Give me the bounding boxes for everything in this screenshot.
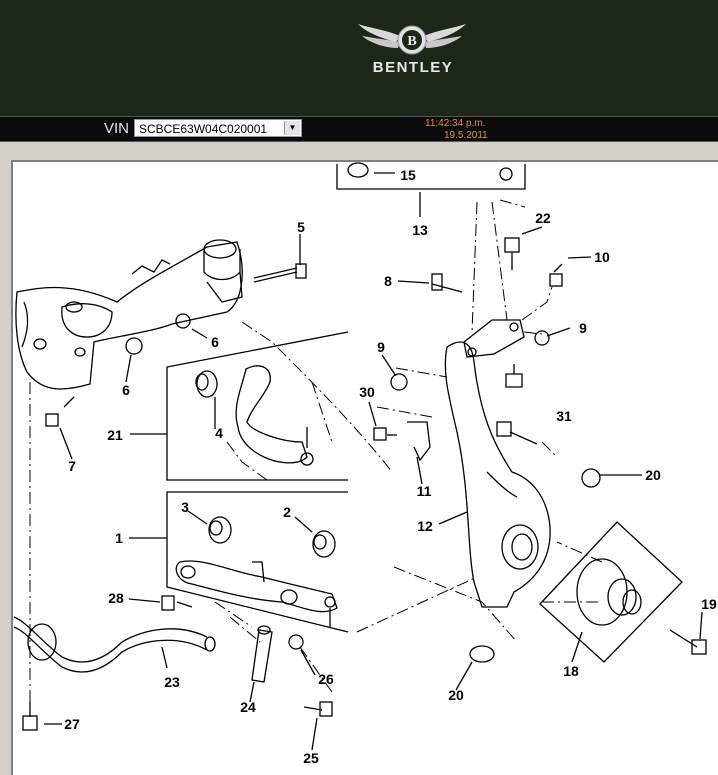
part-label-18: 18 [563, 663, 579, 679]
part-label-3: 3 [181, 499, 189, 515]
bentley-logo: B [358, 24, 466, 55]
toolbar-separator [0, 142, 718, 160]
part-label-20a: 20 [645, 467, 661, 483]
part-label-27: 27 [64, 716, 80, 732]
part-label-30: 30 [359, 384, 375, 400]
part-label-22: 22 [535, 210, 551, 226]
current-time: 11:42:34 p.m. [425, 118, 486, 129]
part-label-6b: 6 [122, 382, 130, 398]
part-label-28: 28 [108, 590, 124, 606]
part-label-9b: 9 [377, 339, 385, 355]
part-label-24: 24 [240, 699, 256, 715]
brand-name: BENTLEY [372, 59, 454, 76]
vin-label: VIN [104, 120, 130, 137]
part-label-6a: 6 [211, 334, 219, 350]
part-label-11: 11 [417, 483, 432, 499]
part-label-9a: 9 [579, 320, 587, 336]
part-label-23: 23 [164, 674, 180, 690]
part-label-2: 2 [283, 504, 291, 520]
part-label-25: 25 [303, 750, 319, 766]
part-label-13: 13 [412, 222, 428, 238]
part-label-4: 4 [215, 425, 223, 441]
parts-diagram[interactable]: 15 13 22 5 8 10 9 9 6 6 30 31 21 4 20 7 … [13, 162, 718, 775]
part-label-7: 7 [68, 458, 76, 474]
app-header: B BENTLEY [0, 0, 718, 116]
current-date: 19.5.2011 [444, 130, 488, 141]
part-label-20b: 20 [448, 687, 464, 703]
part-label-31: 31 [556, 408, 572, 424]
part-label-12: 12 [417, 518, 433, 534]
part-label-15: 15 [400, 167, 416, 183]
part-label-26: 26 [318, 671, 334, 687]
chevron-down-icon[interactable]: ▼ [284, 121, 300, 135]
svg-text:B: B [407, 34, 416, 49]
part-label-1: 1 [115, 530, 123, 546]
vin-select[interactable]: SCBCE63W04C020001 ▼ [134, 119, 302, 137]
parts-diagram-panel: 15 13 22 5 8 10 9 9 6 6 30 31 21 4 20 7 … [11, 160, 718, 775]
part-label-8: 8 [384, 273, 392, 289]
vin-toolbar: VIN SCBCE63W04C020001 ▼ 11:42:34 p.m. 19… [0, 116, 718, 142]
part-label-5: 5 [297, 219, 305, 235]
vin-value: SCBCE63W04C020001 [139, 122, 268, 136]
part-label-10: 10 [594, 249, 610, 265]
part-label-21: 21 [107, 427, 123, 443]
part-number-labels: 15 13 22 5 8 10 9 9 6 6 30 31 21 4 20 7 … [64, 167, 717, 766]
part-label-19: 19 [701, 596, 717, 612]
